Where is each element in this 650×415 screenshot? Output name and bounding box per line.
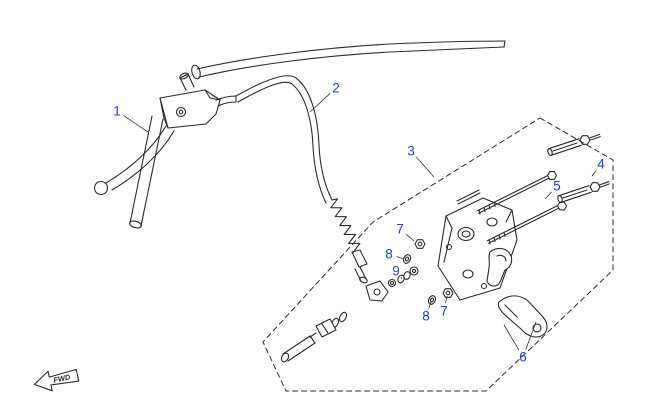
callout-leader-6 <box>503 324 520 351</box>
callout-7: 7 <box>396 222 404 237</box>
fwd-marker: FWD <box>33 368 80 392</box>
callout-leader-4 <box>591 170 597 177</box>
cable-end-linkage <box>280 266 419 363</box>
fwd-label: FWD <box>53 372 72 384</box>
callout-7: 7 <box>440 304 448 319</box>
handlebar <box>129 40 506 229</box>
callout-leader-2 <box>309 93 331 113</box>
callout-leader-7 <box>405 233 415 242</box>
callout-5: 5 <box>553 179 561 194</box>
cable-adjusters <box>547 133 610 204</box>
callout-leader-8 <box>396 256 405 260</box>
callout-6: 6 <box>519 350 527 365</box>
callout-2: 2 <box>332 81 340 96</box>
callout-9: 9 <box>392 264 400 279</box>
callout-leader-7 <box>445 295 448 304</box>
callout-leader-9 <box>400 277 403 280</box>
callout-leader-6 <box>525 321 537 350</box>
callout-leader-8 <box>428 301 432 309</box>
clutch-cable <box>235 75 368 284</box>
mounting-bolts <box>476 171 568 245</box>
callout-leader-1 <box>123 115 149 133</box>
assembly-boundary <box>262 117 614 392</box>
clutch-lever-assembly <box>93 72 237 196</box>
callout-8: 8 <box>385 247 393 262</box>
release-arm <box>486 247 548 338</box>
callout-1: 1 <box>113 104 121 119</box>
callout-leader-5 <box>544 191 552 200</box>
callout-leader-3 <box>416 156 435 178</box>
callout-3: 3 <box>407 144 415 159</box>
callout-4: 4 <box>597 157 605 172</box>
callout-8: 8 <box>422 309 430 324</box>
actuator-bracket <box>437 189 518 301</box>
